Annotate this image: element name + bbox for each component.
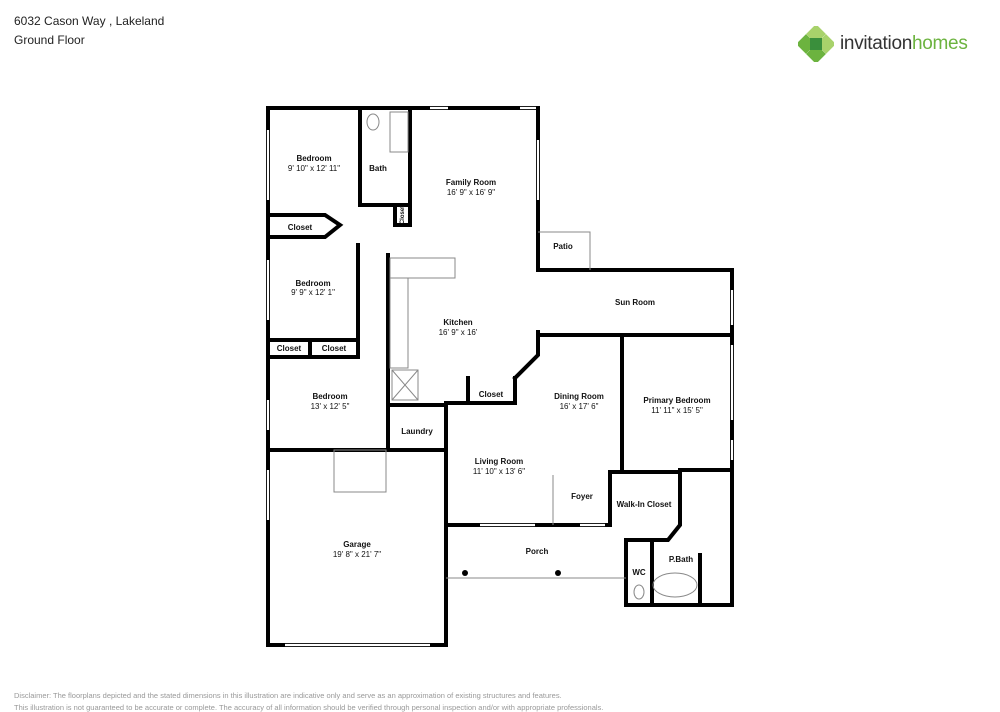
room-dining-dims: 16' x 17' 6": [560, 402, 599, 411]
logo-text-invitation: invitation: [840, 33, 912, 54]
disclaimer-line-1: Disclaimer: The floorplans depicted and …: [14, 691, 562, 700]
thin-lines: [333, 111, 698, 600]
room-porch: Porch: [526, 547, 549, 556]
room-pbath: P.Bath: [669, 555, 693, 564]
porch-posts: [462, 570, 561, 576]
room-bedroom1-dims: 9' 10" x 12' 11": [288, 164, 340, 173]
room-bedroom2-dims: 9' 9" x 12' 1": [291, 288, 335, 297]
room-living-dims: 11' 10" x 13' 6": [473, 467, 525, 476]
room-foyer: Foyer: [571, 492, 593, 501]
floor-label: Ground Floor: [14, 33, 85, 47]
walls: [266, 106, 734, 647]
room-bedroom2-name: Bedroom: [295, 279, 330, 288]
room-laundry: Laundry: [401, 427, 433, 436]
room-dining-name: Dining Room: [554, 392, 604, 401]
room-closet-hall: Closet: [288, 223, 313, 232]
disclaimer-line-2: This illustration is not guaranteed to b…: [14, 703, 604, 712]
room-living-name: Living Room: [475, 457, 523, 466]
room-closet-b2a: Closet: [277, 344, 302, 353]
invitation-homes-logo: invitationhomes: [798, 26, 968, 62]
room-bedroom3-dims: 13' x 12' 5": [311, 402, 350, 411]
room-patio: Patio: [553, 242, 573, 251]
clover-logo-icon: [798, 26, 834, 62]
room-garage-name: Garage: [343, 540, 371, 549]
property-address: 6032 Cason Way , Lakeland: [14, 14, 165, 28]
room-closet-bath: Closet: [400, 206, 406, 224]
room-garage-dims: 19' 8" x 21' 7": [333, 550, 381, 559]
room-bath-name: Bath: [369, 164, 387, 173]
logo-text-homes: homes: [912, 33, 968, 54]
room-bedroom3-name: Bedroom: [312, 392, 347, 401]
room-primary-dims: 11' 11" x 15' 5": [651, 406, 703, 415]
room-wc: WC: [632, 568, 646, 577]
room-family-dims: 16' 9" x 16' 9": [447, 188, 495, 197]
room-sunroom: Sun Room: [615, 298, 655, 307]
room-kitchen-name: Kitchen: [443, 318, 472, 327]
room-primary-name: Primary Bedroom: [643, 396, 710, 405]
room-family-name: Family Room: [446, 178, 496, 187]
room-closet-b2b: Closet: [322, 344, 347, 353]
room-walkin: Walk-In Closet: [617, 500, 672, 509]
windows: [266, 106, 734, 647]
room-kitchen-dims: 16' 9" x 16': [439, 328, 478, 337]
room-closet-kitchen: Closet: [479, 390, 504, 399]
room-bedroom1-name: Bedroom: [296, 154, 331, 163]
